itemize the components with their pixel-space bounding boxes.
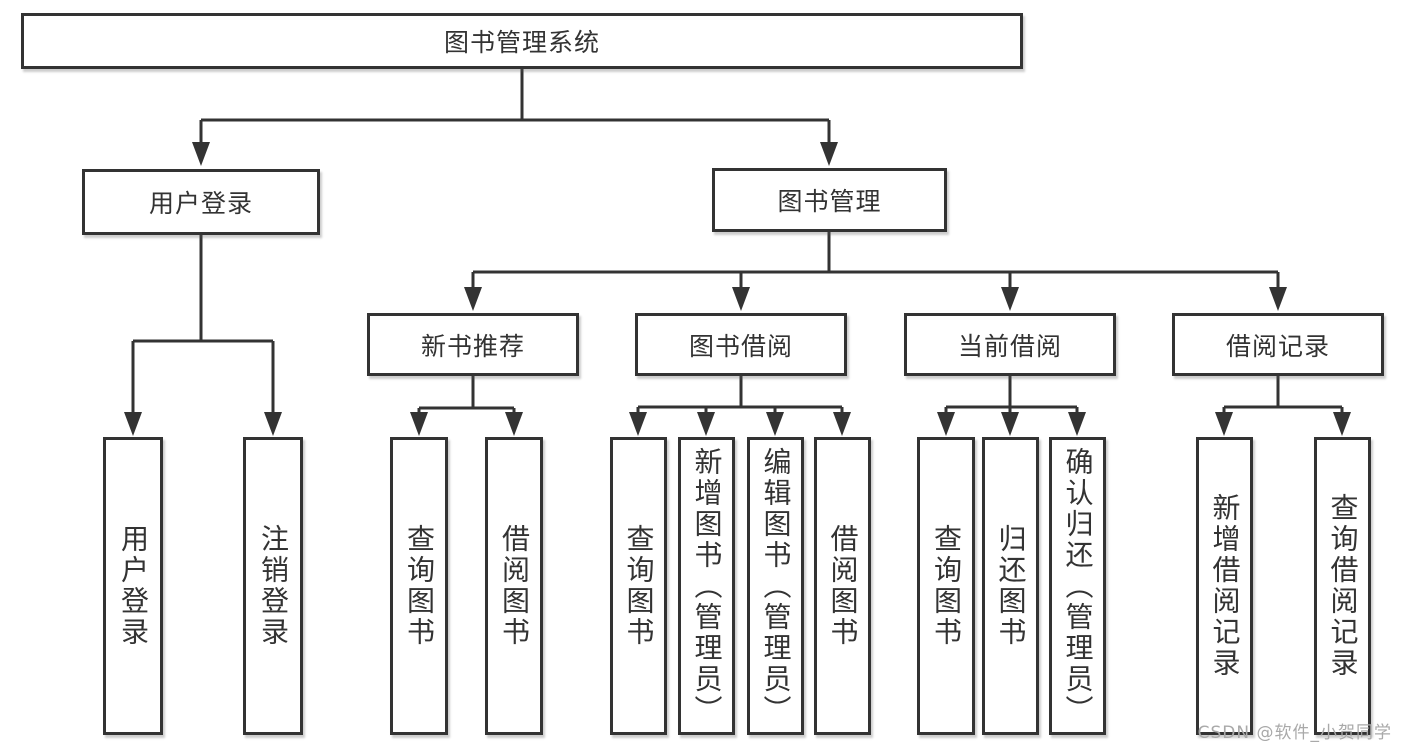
node-root: 图书管理系统 xyxy=(21,13,1023,69)
node-user-login-label: 用户登录 xyxy=(148,189,253,218)
arrow-down-icon xyxy=(1215,412,1233,436)
leaf-borrowing-add-books-admin-label: 新增图书（管理员） xyxy=(690,446,724,726)
node-new-book-recommend-label: 新书推荐 xyxy=(420,331,525,361)
leaf-records-add-record-label: 新增借阅记录 xyxy=(1208,493,1242,679)
arrowhead-icons xyxy=(124,142,1351,436)
arrow-down-icon xyxy=(124,412,142,436)
arrow-down-icon xyxy=(766,412,784,436)
arrow-down-icon xyxy=(505,412,523,436)
leaf-records-add-record: 新增借阅记录 xyxy=(1196,437,1253,735)
node-current-borrowing-label: 当前借阅 xyxy=(957,331,1062,361)
arrow-down-icon xyxy=(833,412,851,436)
arrow-down-icon xyxy=(1269,287,1287,311)
node-borrowing-records: 借阅记录 xyxy=(1172,313,1384,376)
leaf-borrowing-edit-books-admin: 编辑图书（管理员） xyxy=(747,437,804,735)
leaf-user-login-label: 用户登录 xyxy=(117,524,150,648)
leaf-recommend-query-books-label: 查询图书 xyxy=(403,524,436,648)
arrow-down-icon xyxy=(1001,412,1019,436)
leaf-borrowing-query-books-label: 查询图书 xyxy=(622,524,656,648)
node-current-borrowing: 当前借阅 xyxy=(904,313,1116,376)
leaf-borrowing-edit-books-admin-label: 编辑图书（管理员） xyxy=(759,446,793,726)
arrow-down-icon xyxy=(629,412,647,436)
leaf-recommend-query-books: 查询图书 xyxy=(390,437,448,735)
leaf-borrowing-add-books-admin: 新增图书（管理员） xyxy=(678,437,735,735)
arrow-down-icon xyxy=(820,142,838,166)
node-root-label: 图书管理系统 xyxy=(443,28,600,57)
node-book-management-label: 图书管理 xyxy=(777,187,882,216)
leaf-current-confirm-return-admin-label: 确认归还（管理员） xyxy=(1061,446,1095,726)
arrow-down-icon xyxy=(410,412,428,436)
leaf-logout-label: 注销登录 xyxy=(257,524,290,648)
leaf-recommend-borrow-books: 借阅图书 xyxy=(485,437,543,735)
node-user-login: 用户登录 xyxy=(82,169,320,235)
node-book-borrowing: 图书借阅 xyxy=(635,313,847,376)
arrow-down-icon xyxy=(1333,412,1351,436)
leaf-current-return-books: 归还图书 xyxy=(982,437,1039,735)
leaf-logout: 注销登录 xyxy=(243,437,303,735)
leaf-current-query-books-label: 查询图书 xyxy=(930,524,963,648)
leaf-recommend-borrow-books-label: 借阅图书 xyxy=(498,524,531,648)
arrow-down-icon xyxy=(732,287,750,311)
leaf-borrowing-borrow-books: 借阅图书 xyxy=(814,437,871,735)
leaf-records-query-record-label: 查询借阅记录 xyxy=(1326,493,1360,679)
node-book-borrowing-label: 图书借阅 xyxy=(688,331,793,361)
node-new-book-recommend: 新书推荐 xyxy=(367,313,579,376)
arrow-down-icon xyxy=(192,142,210,166)
arrow-down-icon xyxy=(1068,412,1086,436)
leaf-user-login: 用户登录 xyxy=(103,437,163,735)
arrow-down-icon xyxy=(264,412,282,436)
arrow-down-icon xyxy=(464,287,482,311)
leaf-current-return-books-label: 归还图书 xyxy=(994,524,1028,648)
leaf-borrowing-borrow-books-label: 借阅图书 xyxy=(826,524,860,648)
leaf-borrowing-query-books: 查询图书 xyxy=(610,437,667,735)
arrow-down-icon xyxy=(697,412,715,436)
leaf-current-confirm-return-admin: 确认归还（管理员） xyxy=(1049,437,1106,735)
connector-paths xyxy=(131,69,1344,414)
node-borrowing-records-label: 借阅记录 xyxy=(1225,331,1330,361)
watermark: CSDN @软件_小贺同学 xyxy=(1197,723,1392,743)
node-book-management: 图书管理 xyxy=(712,168,947,232)
arrow-down-icon xyxy=(937,412,955,436)
arrow-down-icon xyxy=(1001,287,1019,311)
leaf-records-query-record: 查询借阅记录 xyxy=(1314,437,1371,735)
leaf-current-query-books: 查询图书 xyxy=(917,437,975,735)
